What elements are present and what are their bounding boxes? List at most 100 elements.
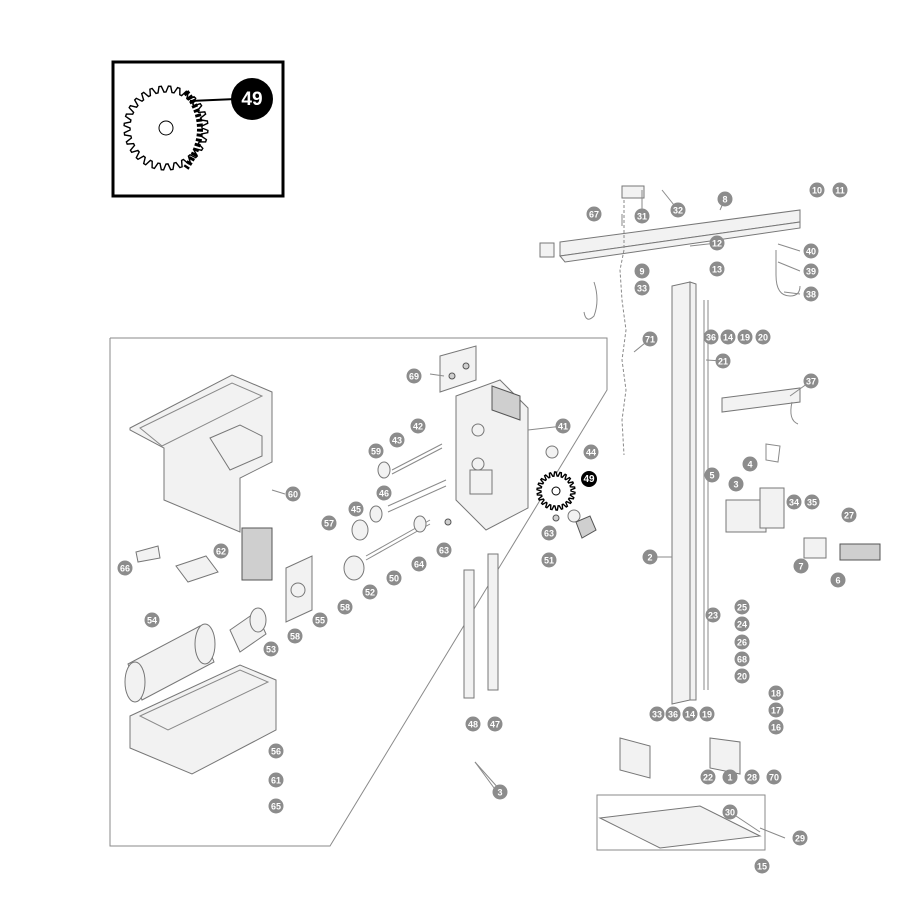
callout-1: 1 [722,769,738,785]
callout-label: 38 [806,290,816,300]
callout-46: 46 [376,485,392,501]
callout-circle [268,798,284,814]
callout-circle [709,235,725,251]
callout-circle [213,543,229,559]
callout-49: 49 [231,78,273,120]
callout-circle [744,769,760,785]
pinion-parts [444,445,597,539]
callout-7: 7 [793,558,809,574]
callout-circle [734,651,750,667]
callout-circle [722,804,738,820]
callout-label: 14 [723,333,733,343]
callout-label: 4 [747,460,752,470]
callout-23: 23 [705,607,721,623]
callout-66: 66 [117,560,133,576]
callout-circle [755,329,771,345]
callout-circle [803,373,819,389]
callout-label: 50 [389,574,399,584]
callout-label: 36 [706,333,716,343]
callout-circle [268,743,284,759]
callout-circle [682,706,698,722]
callout-43: 43 [389,432,405,448]
callout-circle [411,556,427,572]
callout-label: 64 [414,560,424,570]
callout-label: 11 [835,186,845,196]
callout-8: 8 [717,191,733,207]
callout-label: 22 [703,773,713,783]
cable-spring [583,185,645,456]
callout-45: 45 [348,501,364,517]
callout-label: 54 [147,616,157,626]
callout-37: 37 [803,373,819,389]
callout-3: 3 [728,476,744,492]
callout-label: 30 [725,808,735,818]
callout-39: 39 [803,263,819,279]
callout-65: 65 [268,798,284,814]
callout-label: 63 [439,546,449,556]
callout-label: 51 [544,556,554,566]
callout-15: 15 [754,858,770,874]
callout-circle [734,599,750,615]
callout-circle [312,612,328,628]
callout-31: 31 [634,208,650,224]
callout-circle [720,329,736,345]
callout-circle [841,507,857,523]
motor-housing [129,374,273,533]
callout-label: 49 [583,474,595,485]
callout-circle [649,706,665,722]
callout-circle [581,471,597,487]
callout-label: 33 [652,710,662,720]
callout-55: 55 [312,612,328,628]
callout-54: 54 [144,612,160,628]
callout-30: 30 [722,804,738,820]
callout-42: 42 [410,418,426,434]
callout-circle [665,706,681,722]
callout-label: 28 [747,773,757,783]
callout-label: 66 [120,564,130,574]
callout-circle [715,353,731,369]
callout-circle [832,182,848,198]
callout-59: 59 [368,443,384,459]
bushings [343,461,427,581]
callout-19: 19 [737,329,753,345]
callout-71: 71 [642,331,658,347]
callout-circle [541,525,557,541]
callout-label: 3 [733,480,738,490]
callout-circle [386,570,402,586]
callout-circle [709,261,725,277]
callout-circle [742,456,758,472]
callout-circle [117,560,133,576]
callout-circle [768,685,784,701]
callout-label: 20 [737,672,747,682]
callout-label: 47 [490,720,500,730]
callout-label: 19 [702,710,712,720]
callout-circle [231,78,273,120]
callout-18: 18 [768,685,784,701]
callout-circle [830,572,846,588]
callout-label: 69 [409,372,419,382]
callout-circle [792,830,808,846]
callout-label: 19 [740,333,750,343]
callout-4: 4 [742,456,758,472]
callout-35: 35 [804,494,820,510]
callout-label: 56 [271,747,281,757]
callout-label: 63 [544,529,554,539]
callout-circle [321,515,337,531]
callout-circle [705,607,721,623]
callout-63: 63 [541,525,557,541]
callout-68: 68 [734,651,750,667]
callout-label: 53 [266,645,276,655]
callout-64: 64 [411,556,427,572]
hook-assembly [775,250,801,297]
callout-circle [700,769,716,785]
callout-40: 40 [803,243,819,259]
callout-circle [766,769,782,785]
callout-19: 19 [699,706,715,722]
callout-26: 26 [734,634,750,650]
callout-circle [410,418,426,434]
callout-16: 16 [768,719,784,735]
gear-hub [158,120,174,136]
callout-circle [670,202,686,218]
callout-circle [734,616,750,632]
